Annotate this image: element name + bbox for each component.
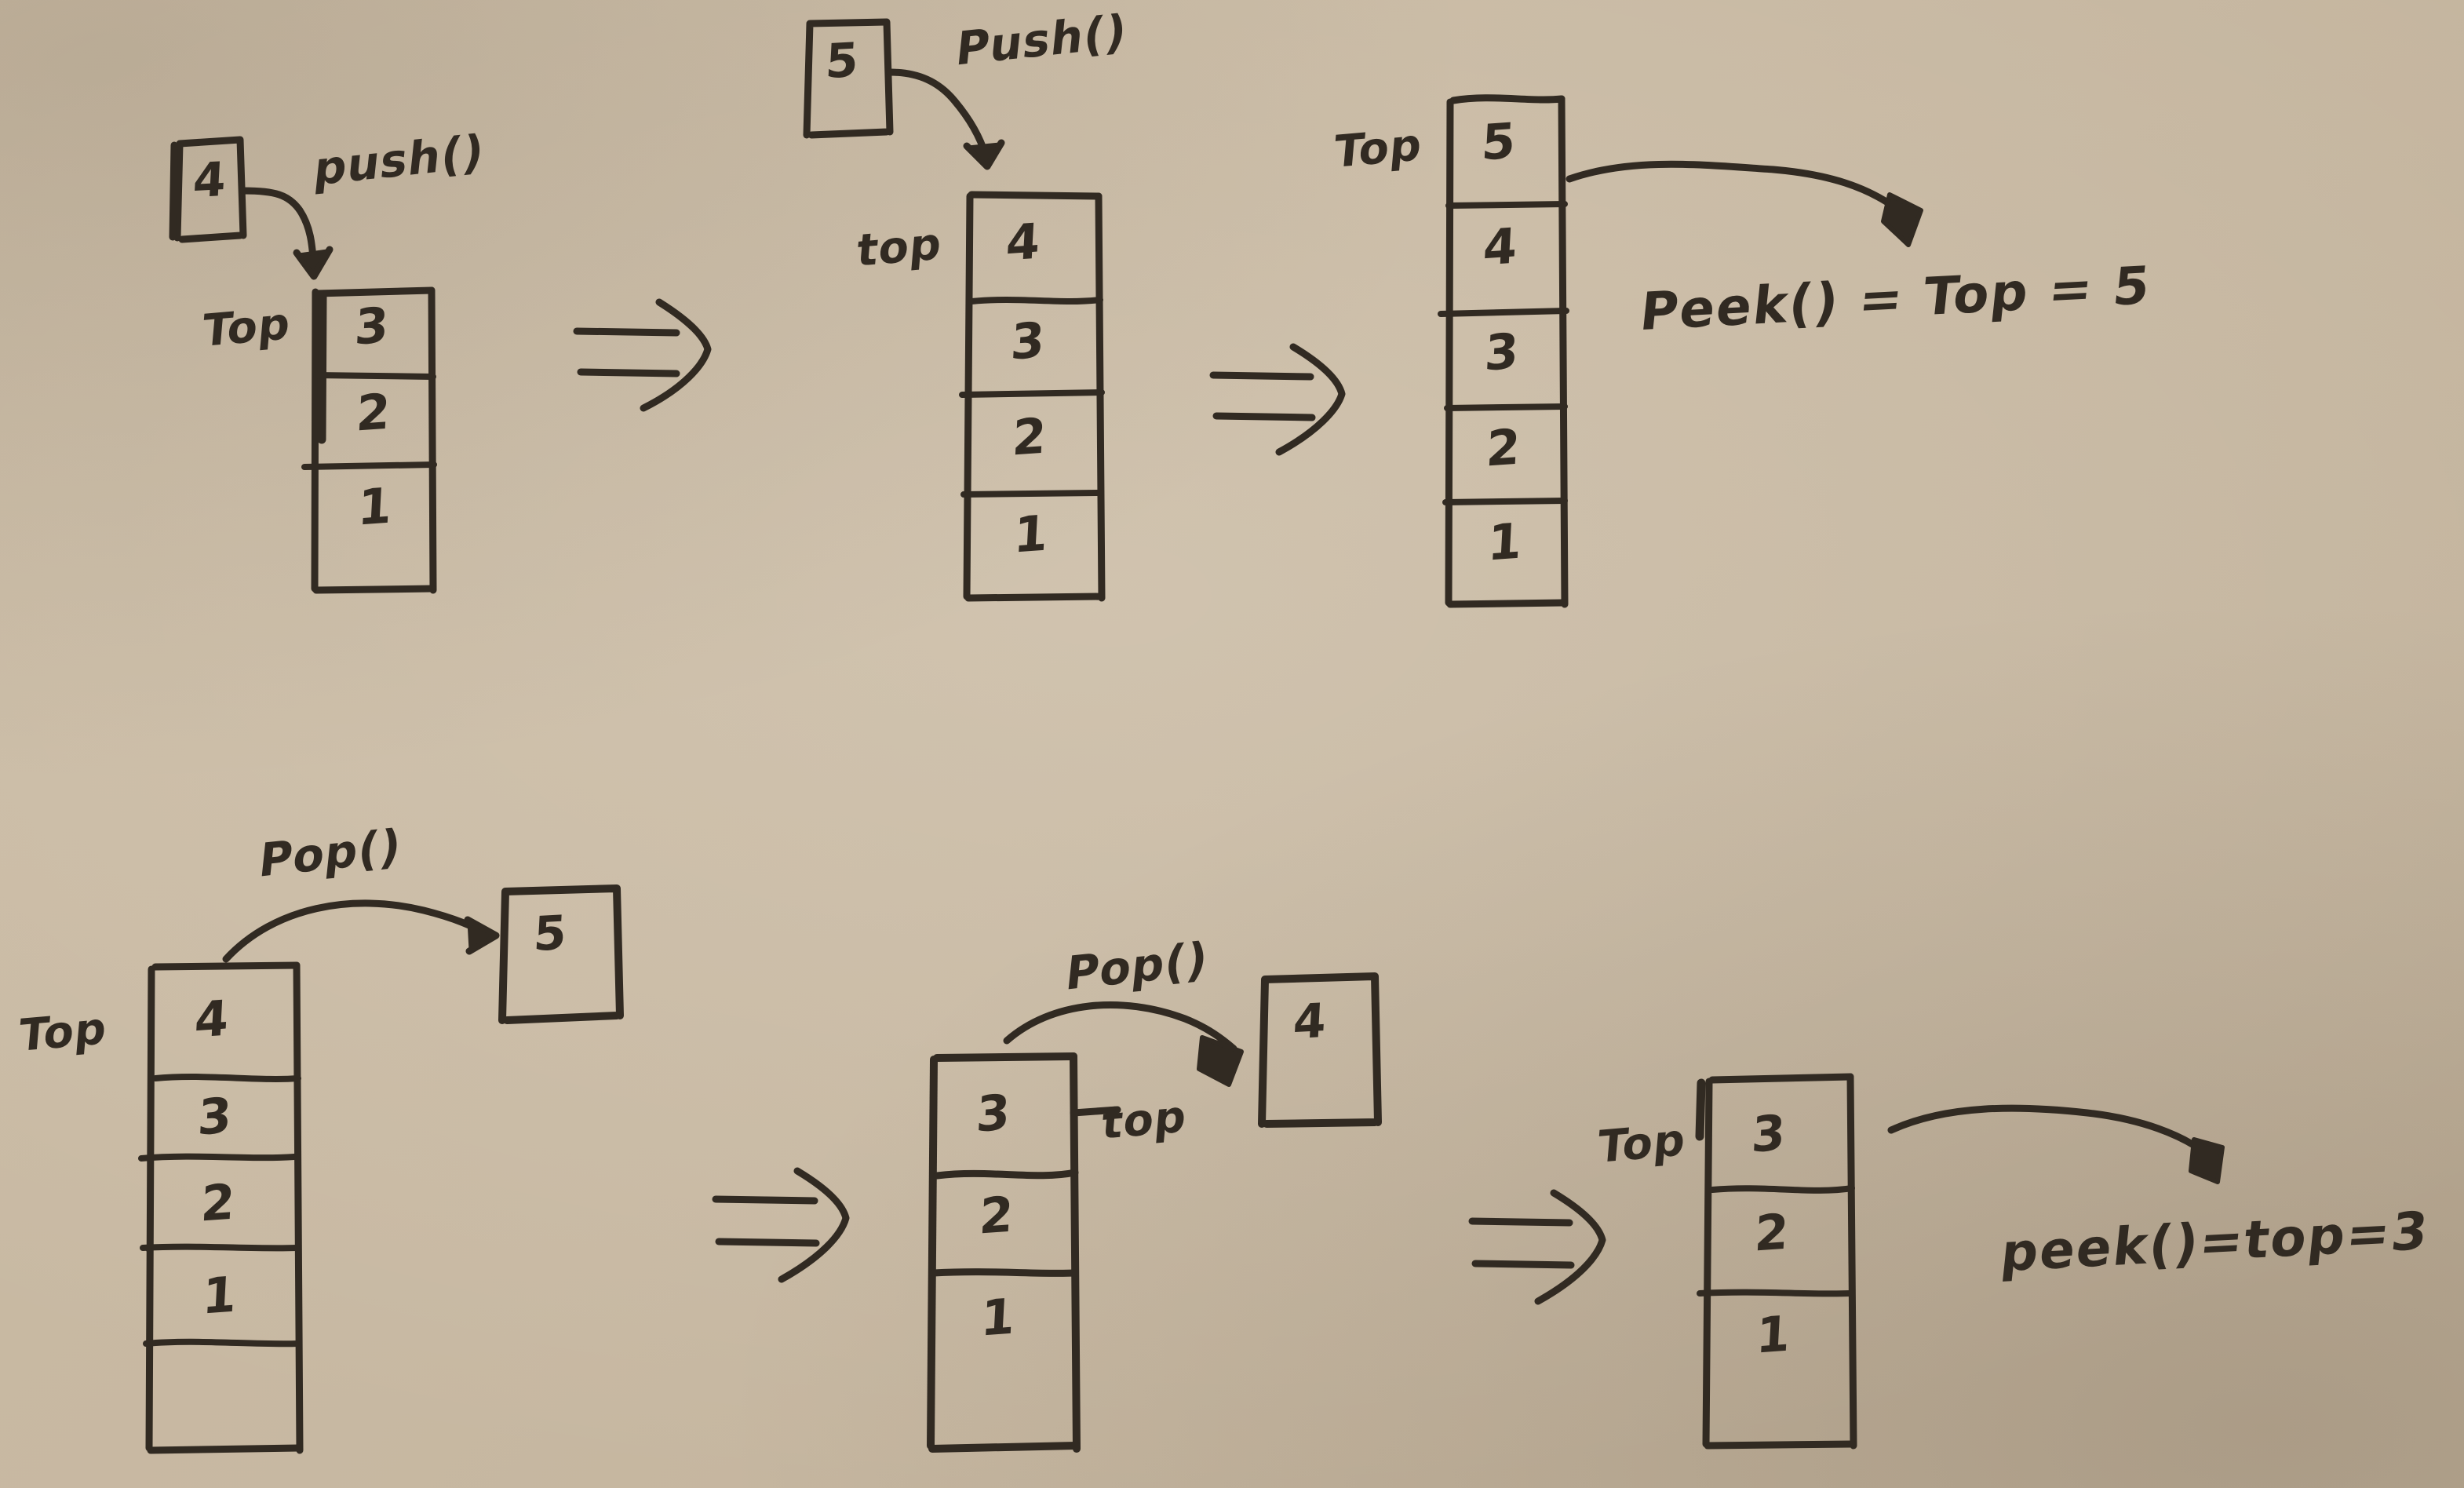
stack-cell: 1 [1012, 504, 1050, 564]
step-4-pop-arrow [222, 899, 500, 963]
step-5-outgoing-value: 4 [1292, 993, 1328, 1051]
step-5-top-pointer-label: top [1099, 1090, 1190, 1151]
step-4-outgoing-box [498, 884, 624, 1024]
stack-cell: 2 [1011, 407, 1048, 467]
stack-cell: 3 [196, 1086, 234, 1147]
step-2-stack [959, 191, 1106, 602]
stack-cell: 3 [353, 296, 391, 356]
step-2-top-pointer-label: top [855, 217, 945, 278]
stack-cell: 4 [193, 989, 231, 1049]
step-1-incoming-box [169, 136, 247, 243]
step-3-stack [1438, 94, 1569, 608]
transition-arrow-4 [1468, 1189, 1606, 1305]
stack-cell: 2 [355, 382, 392, 443]
step-1-push-arrow [239, 187, 334, 280]
step-4-operation-label: Pop() [256, 818, 405, 888]
stack-cell: 2 [1753, 1202, 1791, 1263]
transition-arrow-3 [712, 1167, 850, 1283]
stack-cell: 4 [1482, 217, 1519, 277]
stack-cell: 1 [201, 1265, 239, 1326]
stack-cell: 4 [1004, 212, 1042, 272]
transition-arrow-1 [573, 298, 712, 412]
step-5-operation-label: Pop() [1063, 931, 1212, 1001]
stack-cell: 3 [1483, 322, 1521, 382]
stack-cell: 1 [356, 476, 394, 537]
step-5-outgoing-box [1258, 972, 1382, 1128]
stack-cell: 1 [1486, 512, 1524, 572]
stack-cell: 2 [978, 1185, 1015, 1245]
step-2-push-arrow [886, 68, 1005, 170]
stack-cell: 3 [1009, 311, 1047, 371]
stack-cell: 1 [979, 1287, 1017, 1348]
stack-cell: 5 [1480, 111, 1518, 172]
step-2-incoming-value: 5 [824, 32, 860, 90]
stack-cell: 3 [1750, 1103, 1788, 1164]
stack-cell: 2 [199, 1173, 237, 1233]
step-3-peek-arrow [1566, 160, 1923, 247]
step-1-incoming-value: 4 [191, 151, 228, 210]
step-5-pop-arrow [1003, 1001, 1244, 1087]
stack-cell: 3 [975, 1083, 1012, 1143]
step-6-peek-arrow [1887, 1104, 2225, 1184]
transition-arrow-2 [1209, 343, 1346, 456]
step-6-stack [1695, 1073, 1857, 1450]
step-1-stack [301, 286, 437, 594]
step-3-top-pointer-label: Top [1332, 119, 1425, 179]
stack-cell: 2 [1485, 418, 1522, 478]
step-6-top-pointer-label: Top [1595, 1114, 1689, 1174]
step-4-outgoing-value: 5 [532, 905, 568, 963]
stack-cell: 1 [1755, 1304, 1792, 1365]
step-4-stack [138, 961, 304, 1454]
step-4-top-pointer-label: Top [16, 1002, 110, 1063]
step-2-incoming-box [803, 18, 894, 139]
step-5-stack [927, 1052, 1121, 1453]
step-1-top-pointer-label: Top [200, 297, 293, 358]
